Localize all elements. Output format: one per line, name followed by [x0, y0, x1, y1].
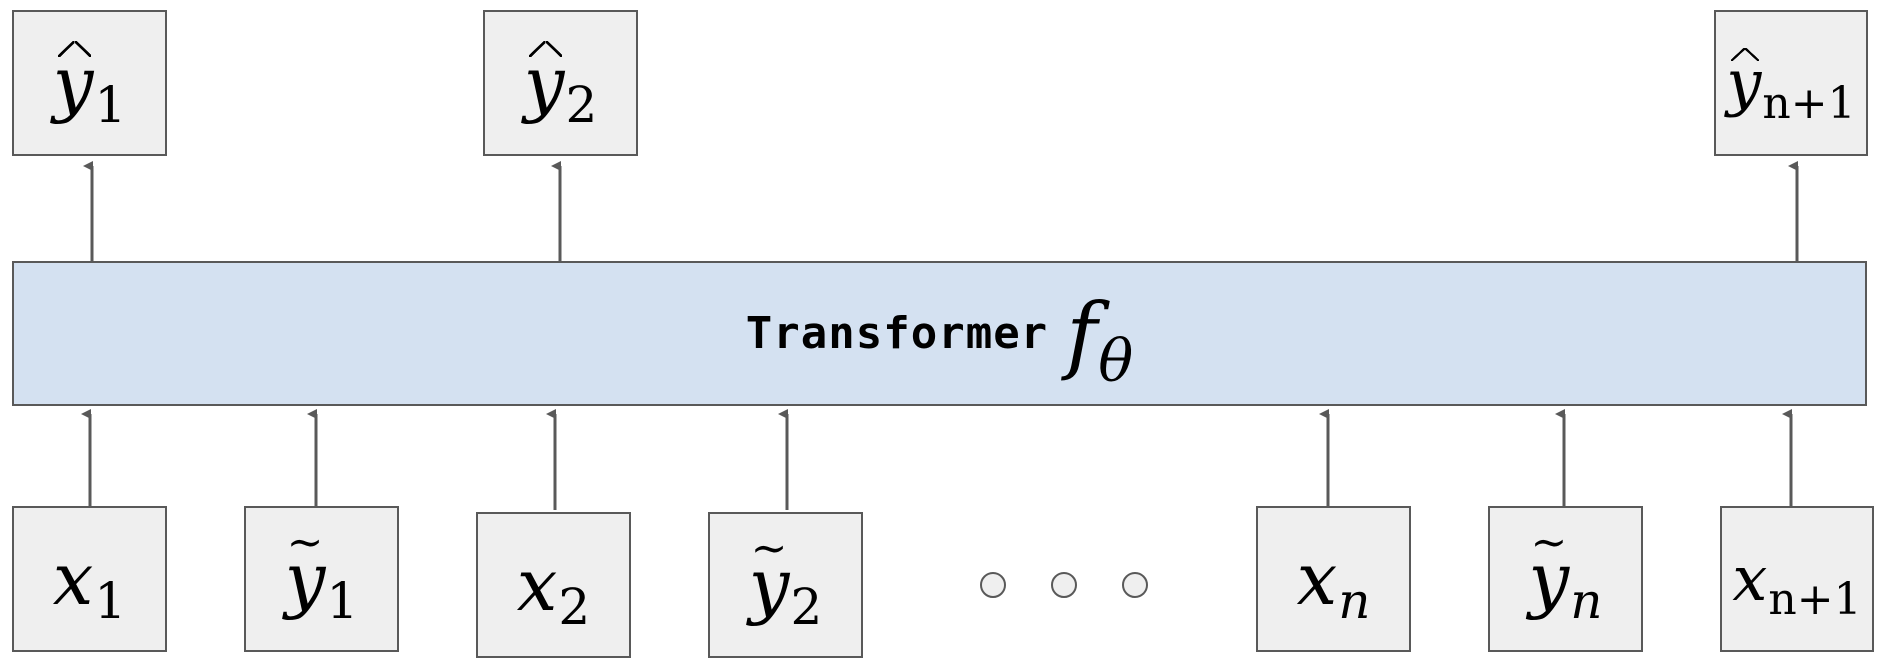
ellipsis-dot-3 — [1122, 572, 1148, 598]
ellipsis-dot-2 — [1051, 572, 1077, 598]
ellipsis-dot-1 — [980, 572, 1006, 598]
input-symbol-ytilden: yn — [1529, 521, 1603, 626]
input-symbol-ytilde1: y1 — [285, 521, 359, 626]
input-node-ytilden: yn — [1488, 506, 1643, 652]
transformer-label: Transformer — [745, 308, 1049, 359]
input-symbol-ytilde2: y2 — [749, 527, 823, 632]
input-node-ytilde2: y2 — [708, 512, 863, 658]
input-node-ytilde1: y1 — [244, 506, 399, 652]
